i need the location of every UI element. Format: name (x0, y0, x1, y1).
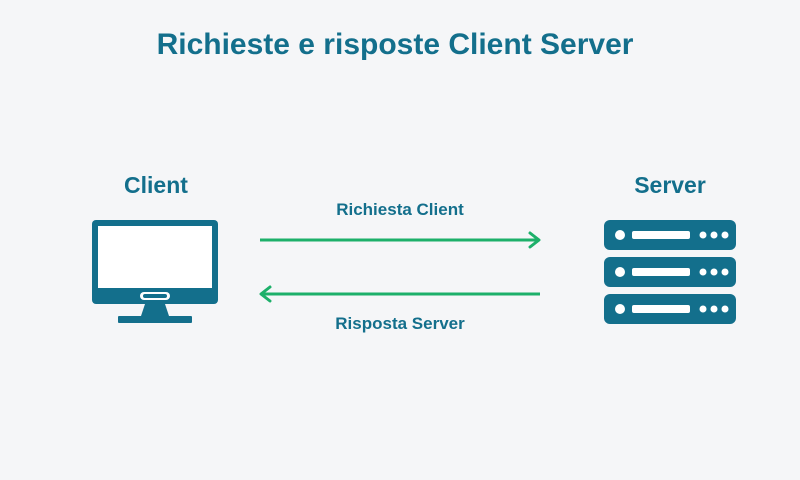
monitor-icon (92, 220, 218, 323)
client-label: Client (124, 172, 188, 198)
server-label: Server (634, 172, 706, 198)
request-arrow (260, 231, 541, 249)
monitor-screen (98, 226, 212, 288)
diagram-title: Richieste e risposte Client Server (156, 28, 634, 61)
server-unit-1 (604, 220, 736, 250)
arrows-group (259, 231, 541, 303)
monitor-stand (141, 304, 169, 316)
response-label: Risposta Server (335, 314, 465, 333)
server-rack-icon (604, 220, 736, 324)
server-unit-3 (604, 294, 736, 324)
request-label: Richiesta Client (336, 200, 464, 219)
server-unit-2 (604, 257, 736, 287)
response-arrow (259, 285, 540, 303)
monitor-base (118, 316, 192, 323)
